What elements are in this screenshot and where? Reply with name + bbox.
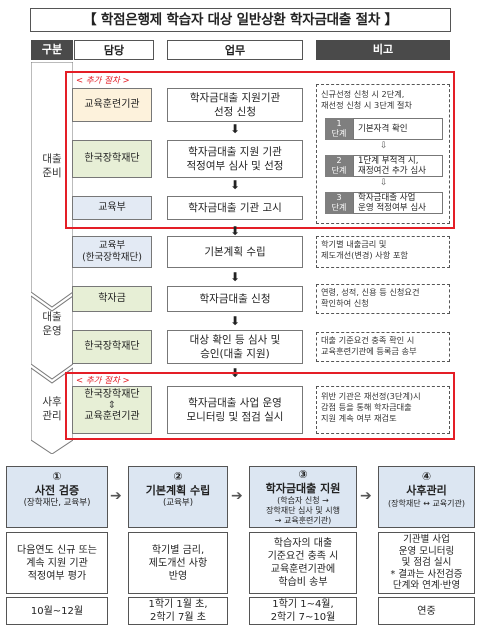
phase-2-header: ② 기본계획 수립 (교육부) [128, 466, 228, 528]
stage-1-text: 기본자격 확인 [353, 118, 443, 140]
post-task: 학자금대출 사업 운영 모니터링 및 점검 실시 [167, 386, 303, 434]
header-owner: 담당 [74, 40, 154, 60]
phase-4-title: 사후관리 [406, 484, 447, 497]
header-note: 비고 [316, 40, 450, 60]
arrow-right-icon: ➔ [231, 488, 243, 504]
side-label-ops: 대출 운영 [42, 311, 62, 337]
phase-3-desc: 학습자의 대출 기준요건 충족 시 교육훈련기관에 학습비 송부 [249, 532, 357, 594]
phase-4-header: ④ 사후관리 (장학재단 ↔ 교육기관) [378, 466, 475, 528]
phase-2-desc: 학기별 금리, 제도개선 사항 반영 [128, 532, 228, 594]
stage-1-number: 1 단계 [325, 118, 353, 140]
prep-note-box: 신규선정 신청 시 2단계, 재선정 신청 시 3단계 절차 [316, 84, 450, 224]
extra-procedure-label-2: < 추가 절차 > [76, 376, 130, 386]
stage-3-text: 학자금대출 사업 운영 적정여부 심사 [353, 192, 443, 214]
arrow-down-icon: ⬇ [230, 224, 241, 238]
stage-2-number: 2 단계 [325, 155, 353, 177]
row5-org: 학자금 [72, 286, 152, 312]
row2-org: 한국장학재단 [72, 140, 152, 178]
row4-note: 학기별 내출금리 및 제도개선(변경) 사항 포함 [316, 236, 450, 268]
row1-org: 교육훈련기관 [72, 88, 152, 122]
stage-2-text: 1단계 부적격 시, 재정여건 추가 심사 [353, 155, 443, 177]
phase-4-desc: 기관별 사업 운영 모니터링 및 점검 실시 * 결과는 사전검증 단계와 연계… [378, 532, 475, 594]
side-label-prep: 대출 준비 [42, 153, 62, 179]
category-chevrons [31, 62, 73, 454]
extra-procedure-label-1: < 추가 절차 > [76, 76, 130, 86]
phase-4-time: 연중 [378, 597, 475, 625]
row4-task: 기본계획 수립 [167, 236, 303, 268]
header-task: 업무 [167, 40, 303, 60]
post-org-top: 한국장학재단 [84, 389, 140, 400]
row3-org: 교육부 [72, 196, 152, 220]
phase-2-time: 1학기 1월 초, 2학기 7월 초 [128, 597, 228, 625]
stage-connector-icon: ⇩ [380, 178, 388, 188]
side-label-post: 사후 관리 [42, 396, 62, 422]
phase-1-time: 10월~12월 [6, 597, 108, 625]
row1-task: 학자금대출 지원기관 선정 신청 [167, 88, 303, 122]
phase-3-title: 학자금대출 지원 [265, 482, 341, 495]
phase-3-number: ③ [298, 468, 308, 481]
phase-1-desc: 다음연도 신규 또는 계속 지원 기관 적정여부 평가 [6, 532, 108, 594]
arrow-down-icon: ⬇ [230, 122, 241, 136]
phase-2-number: ② [173, 470, 183, 483]
phase-2-sub: (교육부) [162, 498, 194, 508]
arrow-right-icon: ➔ [360, 488, 372, 504]
header-category: 구분 [31, 40, 73, 60]
row2-task: 학자금대출 지원 기관 적정여부 심사 및 선정 [167, 140, 303, 178]
extra-procedure-frame-2 [65, 372, 455, 440]
arrow-right-icon: ➔ [110, 488, 122, 504]
phase-3-time: 1학기 1~4월, 2학기 7~10월 [249, 597, 357, 625]
arrow-down-icon: ⬇ [230, 270, 241, 284]
phase-3-sub: (학습자 신청 → 장학재단 심사 및 시행 → 교육훈련기관) [266, 496, 340, 525]
phase-4-sub: (장학재단 ↔ 교육기관) [388, 499, 465, 508]
row4-org: 교육부 (한국장학재단) [72, 236, 152, 268]
row6-task: 대상 확인 등 심사 및 승인(대출 지원) [167, 330, 303, 364]
two-way-arrow-icon: ⇕ [107, 400, 117, 411]
row3-task: 학자금대출 기관 고시 [167, 196, 303, 220]
post-note: 위반 기관은 재선정(3단계)시 감점 등을 통해 학자금대출 지원 계속 여부… [316, 386, 450, 434]
phase-1-header: ① 사전 검증 (장학재단, 교육부) [6, 466, 108, 528]
post-org-box: 한국장학재단 ⇕ 교육훈련기관 [72, 386, 152, 434]
phase-4-number: ④ [421, 470, 432, 483]
row6-org: 한국장학재단 [72, 330, 152, 364]
phase-1-title: 사전 검증 [34, 484, 80, 497]
page-title: 【 학점은행제 학습자 대상 일반상환 학자금대출 절차 】 [30, 8, 451, 32]
phase-3-header: ③ 학자금대출 지원 (학습자 신청 → 장학재단 심사 및 시행 → 교육훈련… [249, 466, 357, 528]
row5-task: 학자금대출 신청 [167, 286, 303, 312]
row6-note: 대출 기준요건 충족 확인 시 교육훈련기관에 등록금 송부 [316, 332, 450, 362]
phase-1-number: ① [52, 470, 62, 483]
prep-note-text: 신규선정 신청 시 2단계, 재선정 신청 시 3단계 절차 [321, 89, 412, 110]
post-org-bottom: 교육훈련기관 [84, 411, 140, 422]
stage-3-number: 3 단계 [325, 192, 353, 214]
extra-procedure-frame-1 [65, 71, 455, 229]
stage-connector-icon: ⇩ [380, 141, 388, 151]
phase-1-sub: (장학재단, 교육부) [23, 498, 91, 508]
arrow-down-icon: ⬇ [230, 178, 241, 192]
row5-note: 연령, 성적, 신용 등 신청요건 확인하여 신청 [316, 284, 450, 314]
arrow-down-icon: ⬇ [230, 314, 241, 328]
phase-2-title: 기본계획 수립 [145, 484, 211, 497]
